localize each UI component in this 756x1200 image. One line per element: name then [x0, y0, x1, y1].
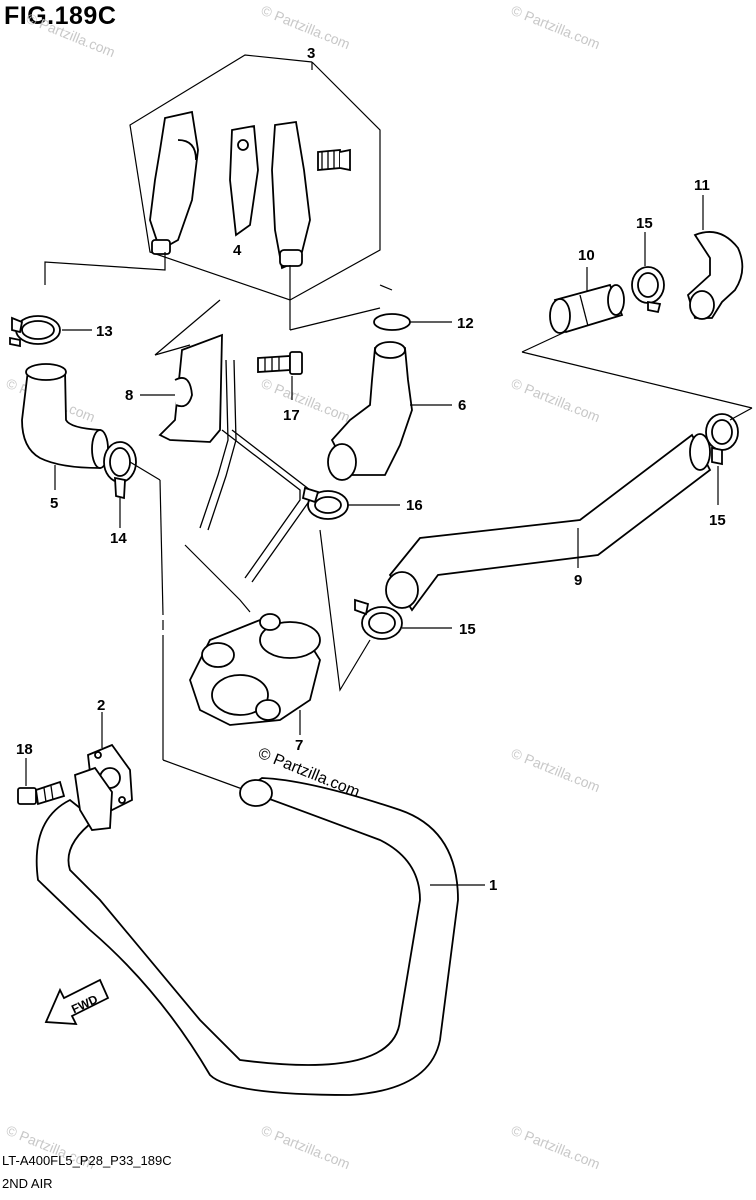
callout-14: 14: [110, 530, 127, 547]
pipe-10: [549, 283, 625, 334]
callout-12: 12: [457, 315, 474, 332]
callout-8: 8: [125, 387, 133, 404]
callout-15: 15: [636, 215, 653, 232]
callout-3: 3: [307, 45, 315, 62]
elbow-hose-5: [21, 369, 101, 469]
callout-10: 10: [578, 247, 595, 264]
hose-clamp-15: [354, 598, 403, 640]
reed-valve-assembly: [149, 110, 351, 270]
callout-5: 5: [50, 495, 58, 512]
hose-clamp-16: [301, 486, 349, 520]
callout-17: 17: [283, 407, 300, 424]
hose-clamp-13: [9, 315, 61, 348]
hose-clamp-14: [103, 441, 137, 500]
callout-18: 18: [16, 741, 33, 758]
drawing-code: LT-A400FL5_P28_P33_189C: [2, 1153, 172, 1168]
callout-13: 13: [96, 323, 113, 340]
fig-title: FIG.189C: [4, 2, 117, 30]
hose-9: [388, 433, 712, 612]
hose-clamp-15: [705, 413, 739, 466]
main-hose-1: [35, 777, 459, 1096]
callout-15: 15: [459, 621, 476, 638]
tube: [199, 359, 237, 531]
callout-7: 7: [295, 737, 303, 754]
callout-16: 16: [406, 497, 423, 514]
callout-4: 4: [233, 242, 242, 259]
callout-11: 11: [694, 177, 710, 194]
group-outline: [129, 54, 381, 301]
hose-clamp-15: [631, 266, 665, 314]
bolt-17: [257, 351, 303, 375]
air-valve-7: [189, 613, 321, 726]
callout-2: 2: [97, 697, 105, 714]
section-title: 2ND AIR: [2, 1176, 53, 1191]
hose-6: [330, 347, 413, 476]
bolt-18: [17, 780, 66, 806]
callout-6: 6: [458, 397, 466, 414]
callout-1: 1: [489, 877, 497, 894]
fwd-arrow: FWD: [44, 978, 110, 1026]
callout-15: 15: [709, 512, 726, 529]
circlip-12: [373, 313, 411, 331]
callout-9: 9: [574, 572, 582, 589]
